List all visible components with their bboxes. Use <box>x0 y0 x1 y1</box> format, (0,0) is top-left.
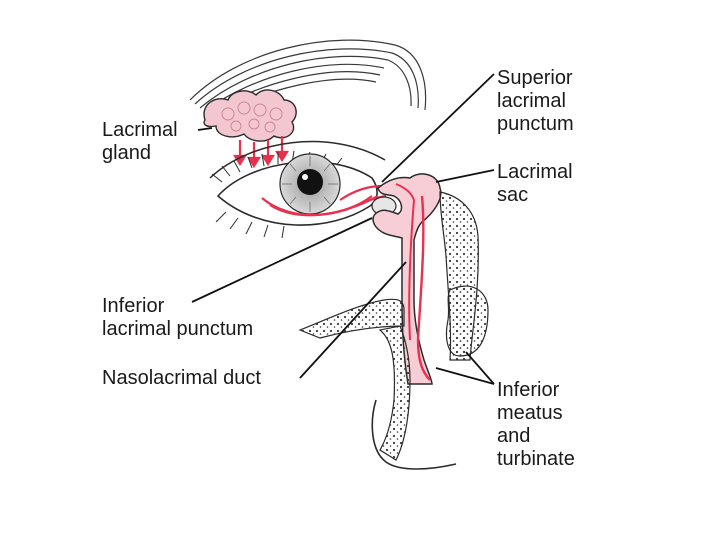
label-lacrimal-sac: Lacrimal sac <box>497 161 573 207</box>
label-line: Inferior <box>497 379 575 402</box>
label-line: Nasolacrimal duct <box>102 367 261 390</box>
pupil <box>297 169 323 195</box>
label-nasolacrimal-duct: Nasolacrimal duct <box>102 367 261 390</box>
label-line: punctum <box>497 113 574 136</box>
label-superior-lacrimal-punctum: Superior lacrimal punctum <box>497 67 574 136</box>
label-line: Inferior <box>102 295 253 318</box>
label-line: Lacrimal <box>497 161 573 184</box>
inferior-turbinate <box>447 286 489 356</box>
label-line: turbinate <box>497 448 575 471</box>
label-line: gland <box>102 142 178 165</box>
label-line: sac <box>497 184 573 207</box>
label-line: lacrimal punctum <box>102 318 253 341</box>
lacrimal-gland-shape <box>204 90 296 141</box>
label-line: and <box>497 425 575 448</box>
iris <box>280 154 340 214</box>
label-line: Superior <box>497 67 574 90</box>
nose-outline <box>372 400 456 469</box>
label-inferior-lacrimal-punctum: Inferior lacrimal punctum <box>102 295 253 341</box>
label-line: meatus <box>497 402 575 425</box>
label-inferior-meatus-and-turbinate: Inferior meatus and turbinate <box>497 379 575 471</box>
label-lacrimal-gland: Lacrimal gland <box>102 119 178 165</box>
label-line: Lacrimal <box>102 119 178 142</box>
label-line: lacrimal <box>497 90 574 113</box>
